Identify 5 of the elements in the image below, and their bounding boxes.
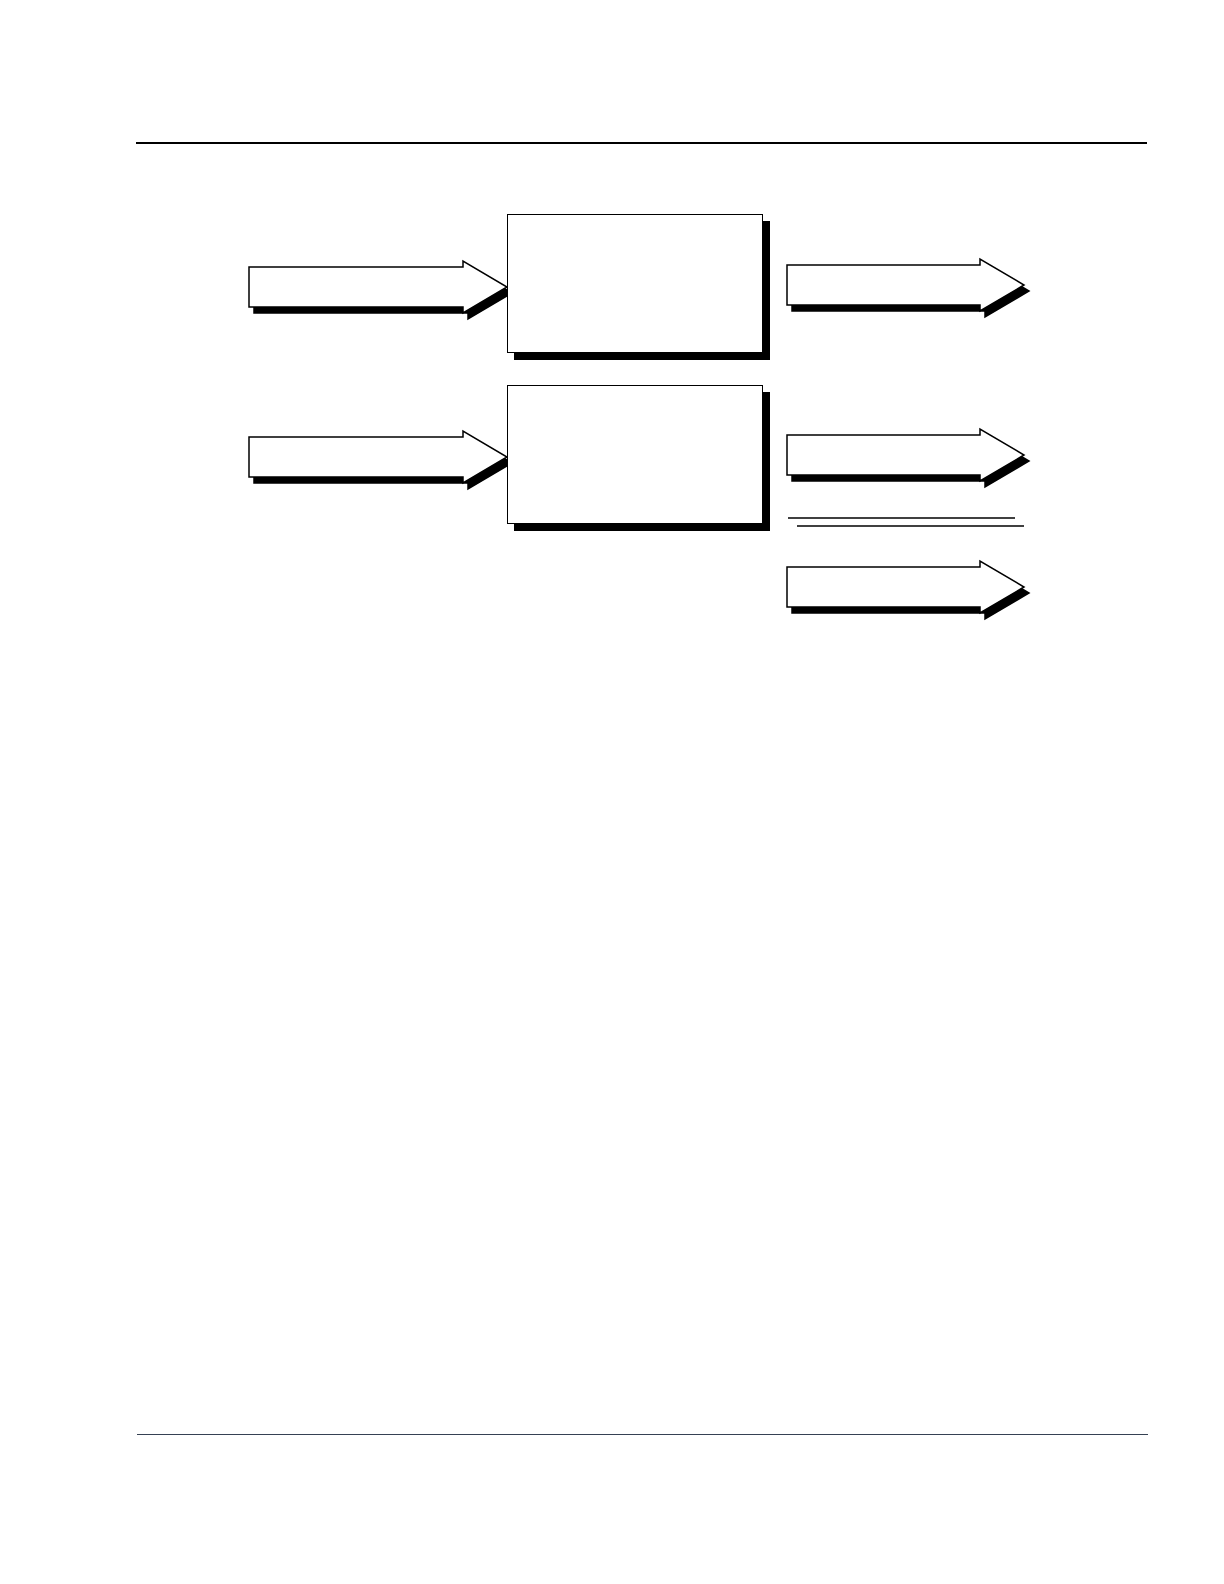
block-arrow [786,257,1026,313]
block-arrow [786,427,1026,483]
block-arrow [248,259,509,315]
block-arrow [786,559,1026,615]
block-arrow [248,429,509,485]
